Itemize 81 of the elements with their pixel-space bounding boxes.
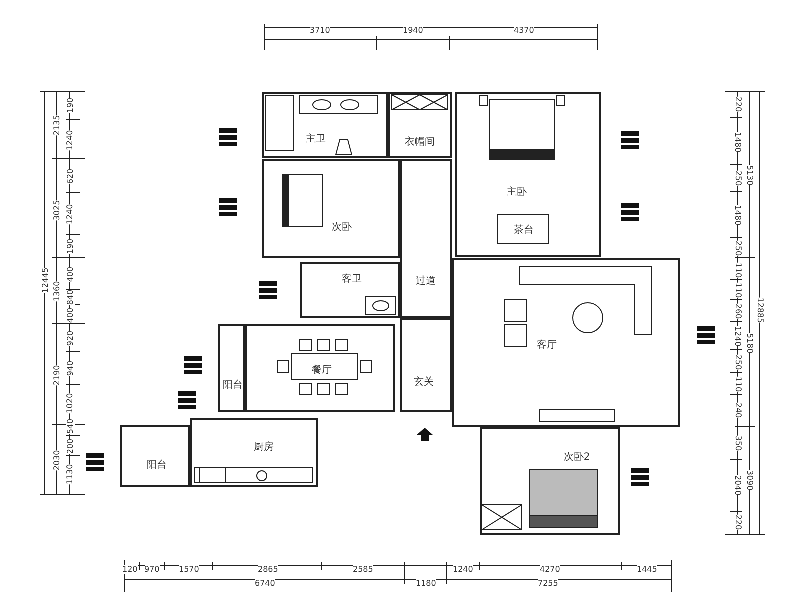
dimension-label: 1130 (66, 464, 75, 484)
dimension-label: 6740 (255, 578, 276, 588)
room-label: 餐厅 (312, 364, 332, 377)
dimension-label: 2040 (734, 474, 743, 496)
dimension-label: 120 (122, 564, 138, 574)
dimension-label: 940 (66, 360, 75, 376)
dimension-label: 7255 (538, 578, 558, 588)
dimension-label: 12445 (40, 267, 50, 293)
dimension-label: 250 (734, 240, 743, 256)
room-label: 玄关 (414, 376, 434, 389)
dimension-label: 620 (66, 168, 75, 184)
dimension-label: 4370 (514, 26, 534, 34)
table-outline (497, 214, 549, 244)
room-outline (120, 425, 190, 487)
dimension-label: 540 (66, 418, 75, 434)
dimension-label: 110 (734, 282, 743, 298)
dimension-label: 4270 (540, 564, 560, 574)
dimension-label: 220 (734, 514, 743, 530)
dimension-label: 3710 (310, 26, 330, 34)
room-label: 阳台 (147, 458, 167, 472)
dimension-label: 2865 (258, 564, 278, 574)
dimension-label: 1020 (66, 392, 75, 414)
dimension-label: 1570 (179, 564, 200, 574)
dimension-label: 1240 (453, 564, 474, 574)
room-outline (400, 159, 452, 318)
dimension-label: 3025 (52, 200, 62, 220)
room-outline (218, 324, 245, 412)
room-outline (262, 92, 388, 158)
dimension-label: 970 (144, 564, 160, 574)
room-outline (480, 427, 620, 535)
room-outline (300, 262, 400, 318)
room-label: 过道 (416, 274, 436, 288)
dimension-label: 110 (734, 376, 743, 392)
dimension-label: 5180 (746, 332, 755, 354)
dimension-label: 190 (66, 97, 75, 113)
dimension-label: 840 (66, 289, 75, 305)
dimension-label: 250 (734, 354, 743, 370)
dimension-label: 1360 (52, 280, 62, 302)
dimension-label: 1240 (66, 204, 75, 224)
dimension-label: 12885 (756, 297, 765, 323)
dimension-label: 1180 (416, 578, 436, 588)
dimension-label: 400 (66, 266, 75, 282)
dimension-label: 350 (734, 435, 743, 451)
dimension-label: 3090 (746, 470, 755, 490)
dimension-label: 190 (66, 238, 75, 254)
room-label: 次卧2 (564, 451, 590, 464)
dimension-label: 1480 (734, 132, 743, 152)
dimension-label: 1445 (637, 564, 658, 574)
room-outline (452, 258, 680, 427)
dimension-label: 2190 (52, 364, 62, 386)
dimension-label: 400 (66, 307, 75, 323)
room-label: 主卫 (306, 132, 326, 146)
dimension-label: 2030 (52, 450, 62, 470)
room-label: 主卧 (507, 186, 527, 199)
dimension-label: 2585 (353, 564, 374, 574)
dimension-label: 920 (66, 330, 75, 346)
dimension-label: 200 (66, 438, 75, 454)
dimension-label: 5130 (746, 164, 755, 186)
room-outline (245, 324, 395, 412)
dimension-label: 1240 (66, 130, 75, 150)
dimension-label: 240 (734, 402, 743, 418)
room-outline (455, 92, 601, 257)
dimension-label: 1240 (734, 326, 743, 346)
dimension-label: 1940 (403, 26, 424, 34)
room-outline (400, 318, 452, 412)
room-label: 客厅 (537, 338, 557, 352)
room-label: 阳台 (223, 378, 243, 392)
room-label: 客卫 (342, 272, 362, 286)
room-outline (190, 418, 318, 487)
room-label: 次卧 (332, 221, 352, 234)
room-outline (388, 92, 452, 158)
room-label: 茶台 (514, 224, 534, 237)
dimension-label: 1480 (734, 204, 743, 226)
dimension-label: 2135 (52, 114, 62, 136)
room-label: 厨房 (254, 440, 274, 454)
room-label: 衣帽间 (405, 136, 435, 149)
dimension-label: 260 (734, 303, 743, 319)
room-outline (262, 159, 400, 258)
dimension-label: 110 (734, 262, 743, 278)
dimension-label: 250 (734, 170, 743, 186)
dimension-label: 220 (734, 96, 743, 112)
